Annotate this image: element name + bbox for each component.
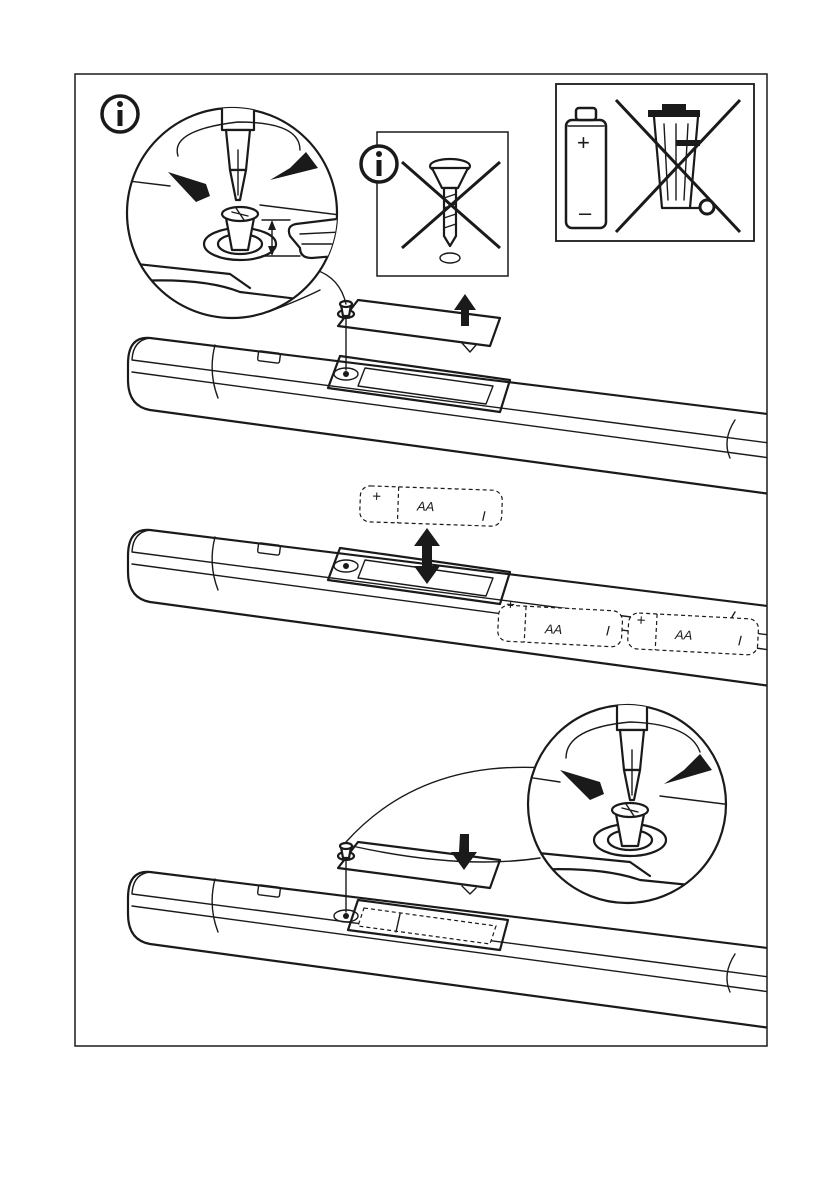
battery-plus-label: + bbox=[372, 488, 382, 505]
info-icon bbox=[361, 146, 397, 182]
screw-warning-box bbox=[361, 132, 508, 276]
info-icon bbox=[102, 96, 138, 132]
battery-icon: + – bbox=[566, 108, 606, 228]
battery-aa-2: + AA I bbox=[497, 596, 623, 647]
battery-minus-label: I bbox=[481, 508, 486, 524]
battery-disposal-box: + – bbox=[556, 84, 754, 241]
battery-type-label: AA bbox=[416, 499, 435, 515]
battery-type-label: AA bbox=[544, 621, 563, 637]
soundbar-step-2 bbox=[128, 528, 800, 690]
battery-plus-label: + bbox=[506, 596, 516, 613]
screw-detail-circle-2 bbox=[520, 660, 740, 903]
battery-type-label: AA bbox=[674, 627, 693, 643]
battery-aa-3: + AA I bbox=[627, 612, 759, 656]
battery-minus-sign: – bbox=[579, 200, 592, 225]
battery-lid bbox=[338, 300, 500, 346]
battery-aa-1: + AA I bbox=[359, 486, 502, 527]
battery-plus-sign: + bbox=[577, 130, 590, 155]
screwdriver-icon bbox=[222, 60, 254, 130]
soundbar-step-1 bbox=[128, 294, 800, 498]
battery-plus-label: + bbox=[636, 612, 646, 629]
screw-detail-circle-1 bbox=[118, 60, 352, 318]
double-arrow-icon bbox=[414, 528, 440, 584]
